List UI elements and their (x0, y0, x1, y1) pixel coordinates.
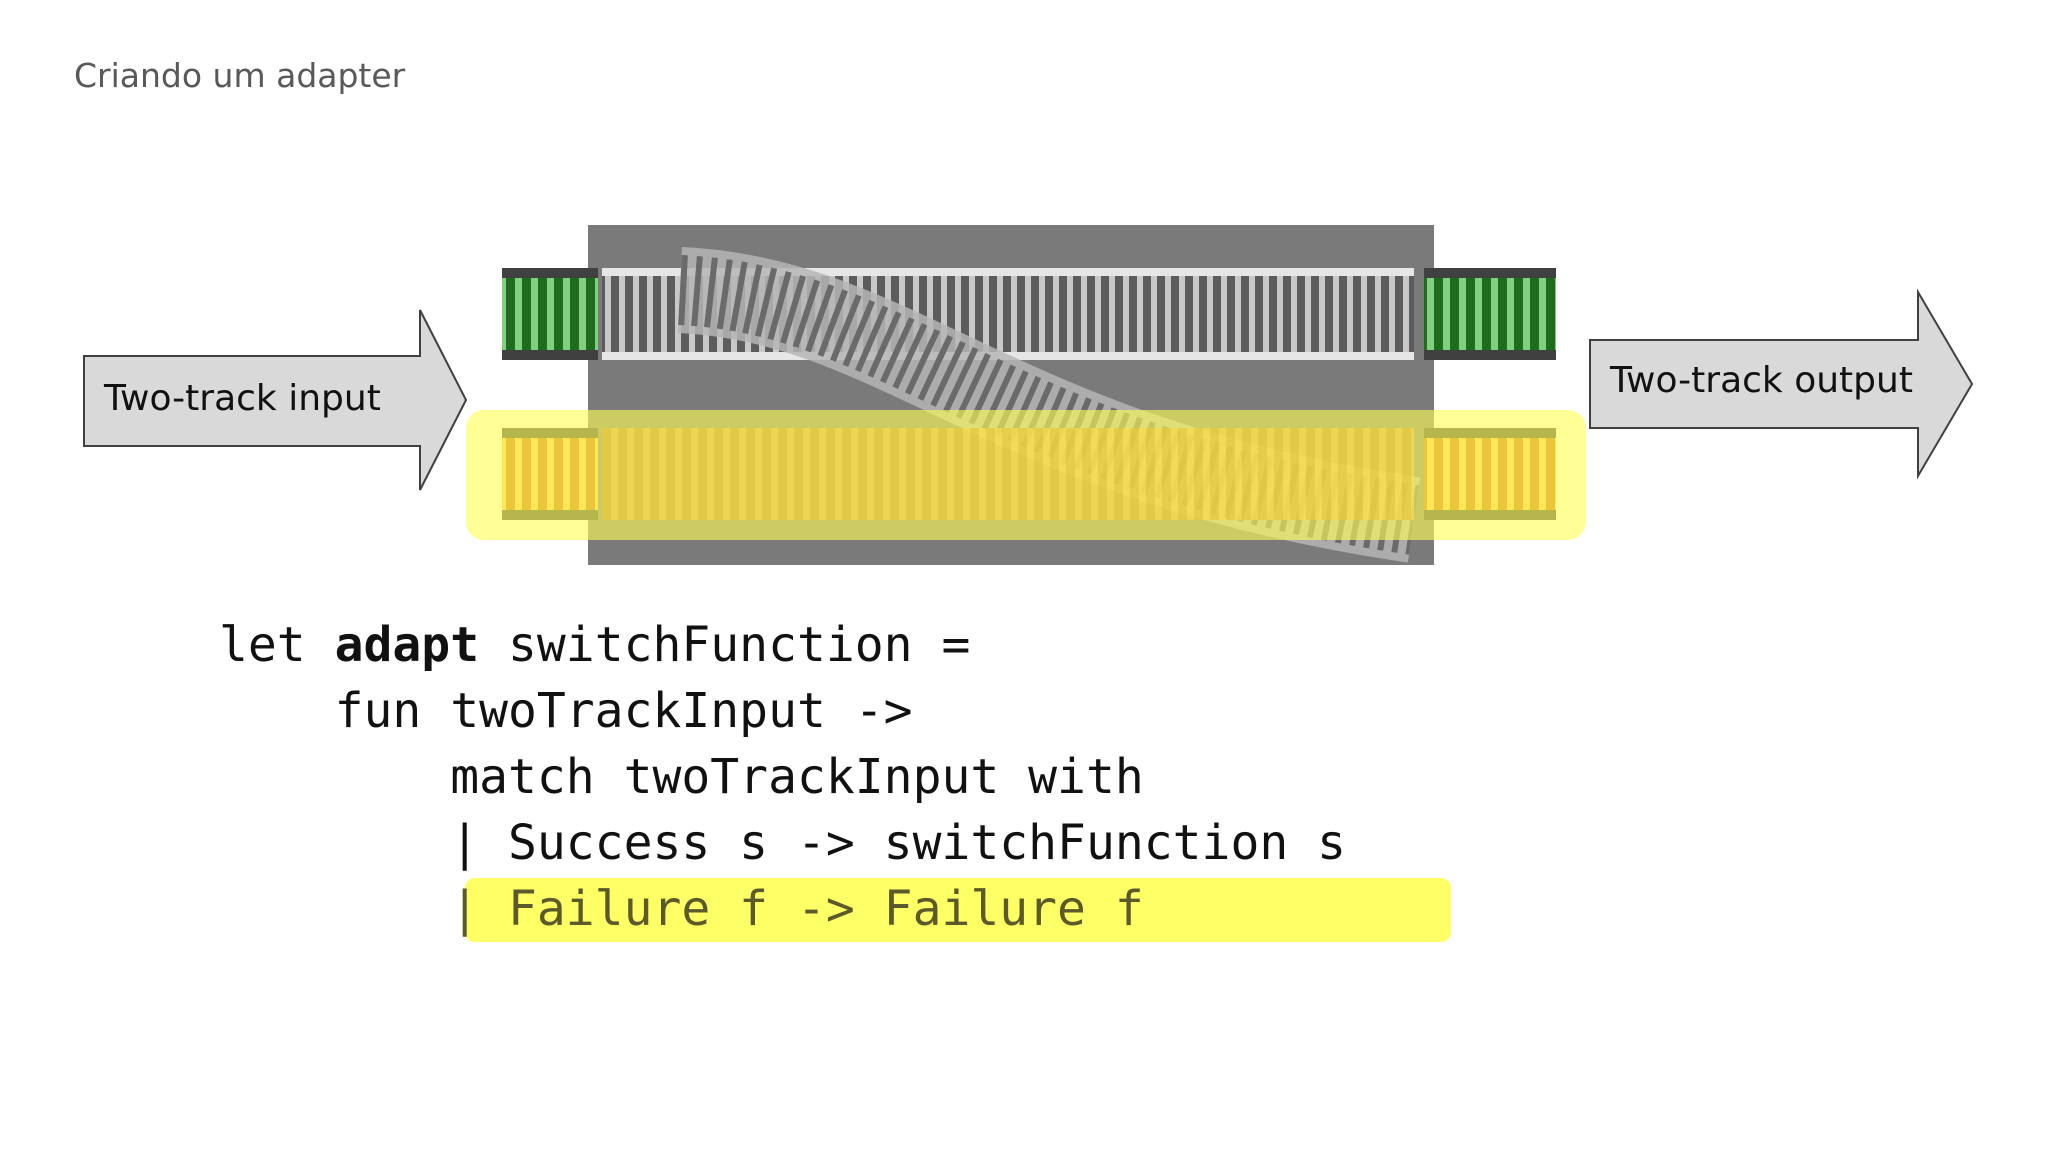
slide-title: Criando um adapter (74, 56, 406, 95)
code-function-name: adapt (334, 617, 480, 673)
output-arrow-label: Two-track output (1609, 360, 1913, 401)
code-line-2: fun twoTrackInput -> (219, 683, 913, 739)
failure-track-highlight (466, 410, 1586, 540)
code-line-1-rest: switchFunction = (479, 617, 971, 673)
code-line-3: match twoTrackInput with (219, 749, 1144, 805)
code-line-5-highlighted: | Failure f -> Failure f (219, 876, 1452, 942)
input-arrow-label: Two-track input (103, 378, 381, 419)
code-line-4: | Success s -> switchFunction s (219, 815, 1347, 871)
output-success-track (1424, 268, 1556, 360)
output-arrow: Two-track output (1589, 288, 1974, 480)
code-line-1: let adapt switchFunction = (219, 612, 1346, 678)
input-success-track (502, 268, 598, 360)
code-snippet: let adapt switchFunction = fun twoTrackI… (219, 612, 1452, 942)
input-arrow: Two-track input (83, 309, 468, 491)
code-keyword-let: let (219, 617, 335, 673)
railway-adapter-diagram: Two-track input Two-track output (83, 225, 1974, 565)
